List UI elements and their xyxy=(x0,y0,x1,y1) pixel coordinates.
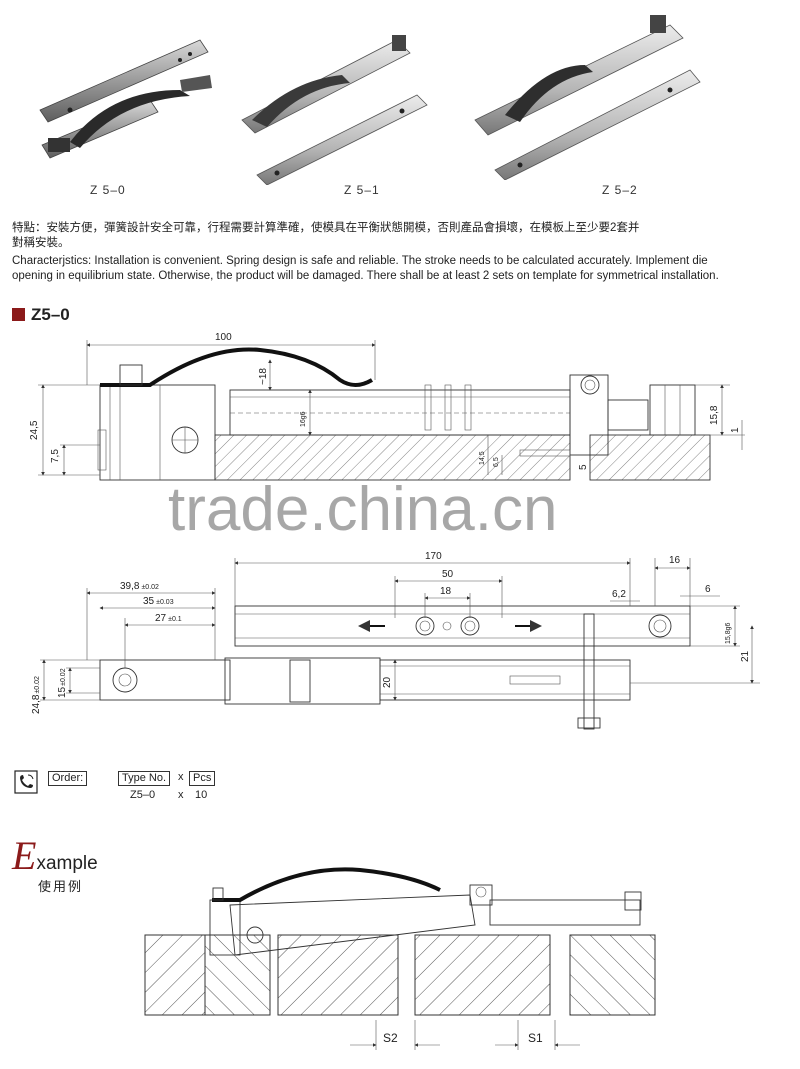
product-photo-z5-2 xyxy=(474,15,701,180)
dim-15-8: 15,8 xyxy=(709,405,720,425)
product-photo-z5-0 xyxy=(39,39,212,159)
description-en-line2: opening in equilibrium state. Otherwise,… xyxy=(12,270,719,282)
dim-20: 20 xyxy=(382,676,393,688)
dim-6: 6 xyxy=(705,584,711,595)
order-label: Order: xyxy=(48,771,88,786)
product-photo-z5-1 xyxy=(241,35,428,185)
dim-170: 170 xyxy=(425,551,442,562)
example-plate-5 xyxy=(569,934,656,1016)
dim-21: 21 xyxy=(740,650,751,662)
product-caption: Z 5–0 xyxy=(90,183,126,197)
product-caption: Z 5–2 xyxy=(602,183,638,197)
phone-icon xyxy=(14,770,38,794)
dim-24-8: 24,8±0.02 xyxy=(31,676,42,714)
dim-100: 100 xyxy=(215,332,232,343)
example-plate-3 xyxy=(277,934,399,1016)
example-spring xyxy=(212,867,441,902)
section-title-text: Z5–0 xyxy=(31,305,70,324)
example-rest: xample xyxy=(36,853,98,874)
lever-arm xyxy=(99,659,231,701)
dim-24-5: 24,5 xyxy=(29,420,40,440)
side-view-drawing: 100 ~18 16g6 24,5 7,5 14,5 6,5 5 15,8 1 xyxy=(29,332,745,481)
dim-18-top: 18 xyxy=(440,586,452,597)
description-en-line1: Characterjstics: Installation is conveni… xyxy=(12,255,708,267)
dim-14-5: 14,5 xyxy=(479,451,486,465)
example-plate-4 xyxy=(414,934,551,1016)
dim-35: 35±0.03 xyxy=(143,596,174,607)
dim-27: 27±0.1 xyxy=(155,613,182,624)
order-example-type: Z5–0 xyxy=(130,789,156,801)
dim-16: 16 xyxy=(669,555,681,566)
example-initial: E xyxy=(12,833,37,878)
description-cn-line2: 對稱安裝。 xyxy=(12,237,70,249)
dim-s2: S2 xyxy=(383,1031,398,1045)
example-plate-1 xyxy=(144,934,206,1016)
example-cn: 使用例 xyxy=(38,879,84,894)
dim-s1: S1 xyxy=(528,1031,543,1045)
section-marker xyxy=(12,308,25,321)
dim-16g6: 16g6 xyxy=(300,411,307,427)
order-pcs: Pcs xyxy=(189,771,216,786)
dim-50: 50 xyxy=(442,569,454,580)
dim-6-5: 6,5 xyxy=(493,457,500,467)
guide-bar xyxy=(234,605,691,647)
dim-15: 15±0.02 xyxy=(57,668,68,698)
order-section: Order: Type No. x Pcs Z5–0 x 10 xyxy=(14,770,274,810)
order-example-qty: 10 xyxy=(195,789,208,801)
dim-7-5: 7,5 xyxy=(50,449,61,463)
dim-1: 1 xyxy=(730,427,741,433)
slide-body xyxy=(379,659,631,701)
watermark: trade.china.cn xyxy=(168,475,558,544)
description-cn-line1: 特點：安裝方便，彈簧設計安全可靠，行程需要計算準確，使模具在平衡狀態開模，否則產… xyxy=(12,222,640,234)
example-heading: Example xyxy=(12,832,98,879)
spring-leaf xyxy=(100,347,374,387)
left-block xyxy=(99,384,216,481)
example-drawing: S2 S1 xyxy=(144,867,656,1050)
example-plate-2 xyxy=(204,934,271,1016)
order-type-no: Type No. xyxy=(118,771,171,786)
order-example-x: x xyxy=(178,789,184,801)
order-x: x xyxy=(178,771,184,783)
dim-18: ~18 xyxy=(258,368,269,385)
product-photos: Z 5–0 Z 5–1 Z 5–2 xyxy=(0,0,800,200)
top-view-drawing: 170 50 18 6,2 16 6 15,8g6 21 20 39,8±0.0… xyxy=(31,551,760,730)
dim-15-8g6: 15,8g6 xyxy=(725,622,732,644)
dim-39-8: 39,8±0.02 xyxy=(120,581,159,592)
dim-5: 5 xyxy=(578,464,589,470)
section-title: Z5–0 xyxy=(12,305,70,325)
dim-6-2: 6,2 xyxy=(612,589,626,600)
product-caption: Z 5–1 xyxy=(344,183,380,197)
die-plate-right xyxy=(589,434,711,481)
